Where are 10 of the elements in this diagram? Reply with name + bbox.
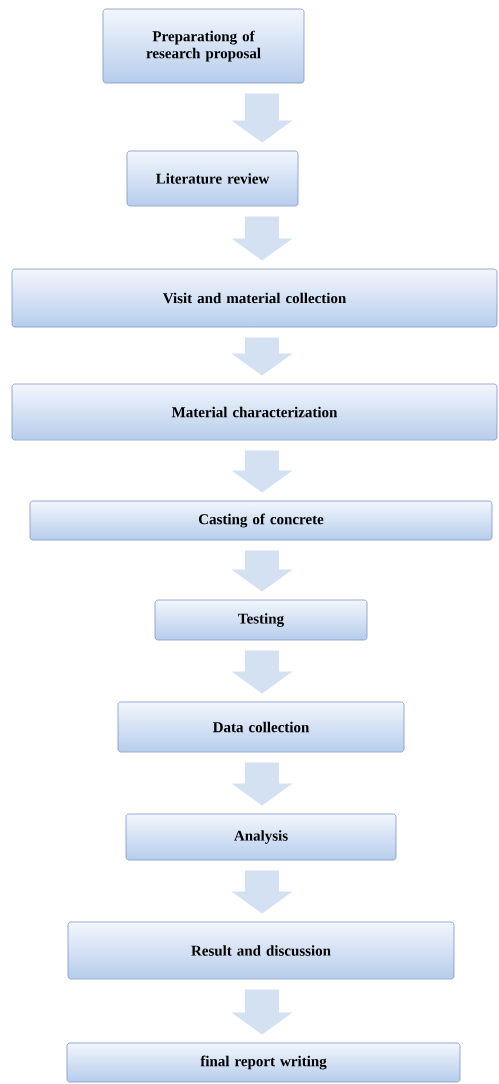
process-box: Visit and material collection — [11, 268, 498, 328]
process-box: final report writing — [66, 1042, 461, 1083]
process-box: Preparationg of research proposal — [102, 8, 305, 84]
process-box: Analysis — [125, 813, 397, 861]
process-box: Material characterization — [11, 383, 498, 441]
process-box: Result and discussion — [67, 921, 455, 980]
process-box: Testing — [154, 599, 368, 641]
process-box: Casting of concrete — [29, 500, 493, 541]
process-box: Literature review — [126, 150, 299, 207]
process-box: Data collection — [117, 701, 405, 753]
